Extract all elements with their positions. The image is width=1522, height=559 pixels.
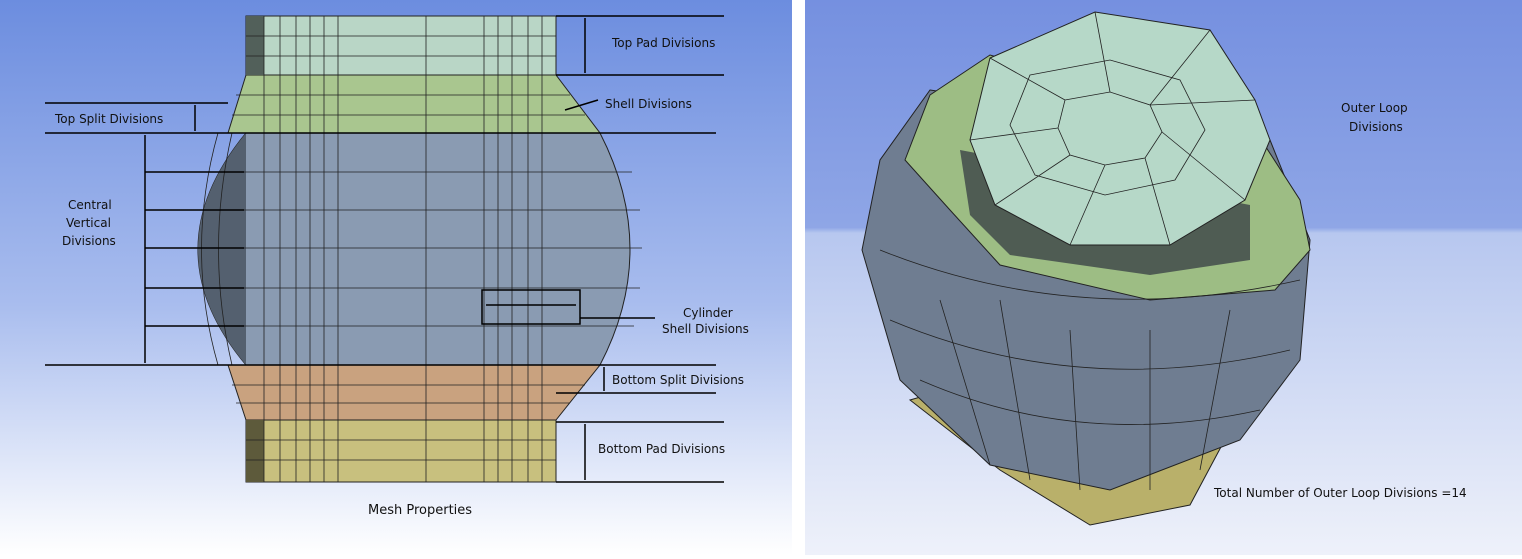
label-cylinder-1: Cylinder (683, 306, 733, 320)
top-face-mesh (969, 11, 1256, 246)
mesh-properties-panel: Top Pad Divisions Shell Divisions Top Sp… (0, 0, 792, 555)
label-outer-loop-2: Divisions (1349, 120, 1403, 134)
label-shell-divisions: Shell Divisions (605, 97, 692, 111)
top-pad (245, 15, 557, 76)
dimension-lines (45, 15, 724, 483)
bottom-pad (245, 419, 557, 483)
caption-mesh-properties: Mesh Properties (368, 503, 472, 518)
top-shell-band (227, 74, 602, 134)
label-central-vertical-1: Central (68, 198, 112, 212)
label-central-vertical-3: Divisions (62, 234, 116, 248)
label-cylinder-2: Shell Divisions (662, 322, 749, 336)
label-outer-loop-1: Outer Loop (1341, 101, 1408, 115)
label-bottom-pad-divisions: Bottom Pad Divisions (598, 442, 725, 456)
label-top-pad-divisions: Top Pad Divisions (611, 36, 715, 50)
outer-loop-panel: Outer Loop Divisions Total Number of Out… (805, 0, 1522, 555)
label-bottom-split-divisions: Bottom Split Divisions (612, 373, 744, 387)
central-body (197, 132, 631, 366)
label-total-outer-loop: Total Number of Outer Loop Divisions =14 (1213, 486, 1467, 500)
label-central-vertical-2: Vertical (66, 216, 111, 230)
mesh-grid (165, 16, 642, 482)
bottom-split-band (227, 364, 602, 421)
label-top-split-divisions: Top Split Divisions (54, 112, 163, 126)
body-mesh (879, 249, 1301, 491)
